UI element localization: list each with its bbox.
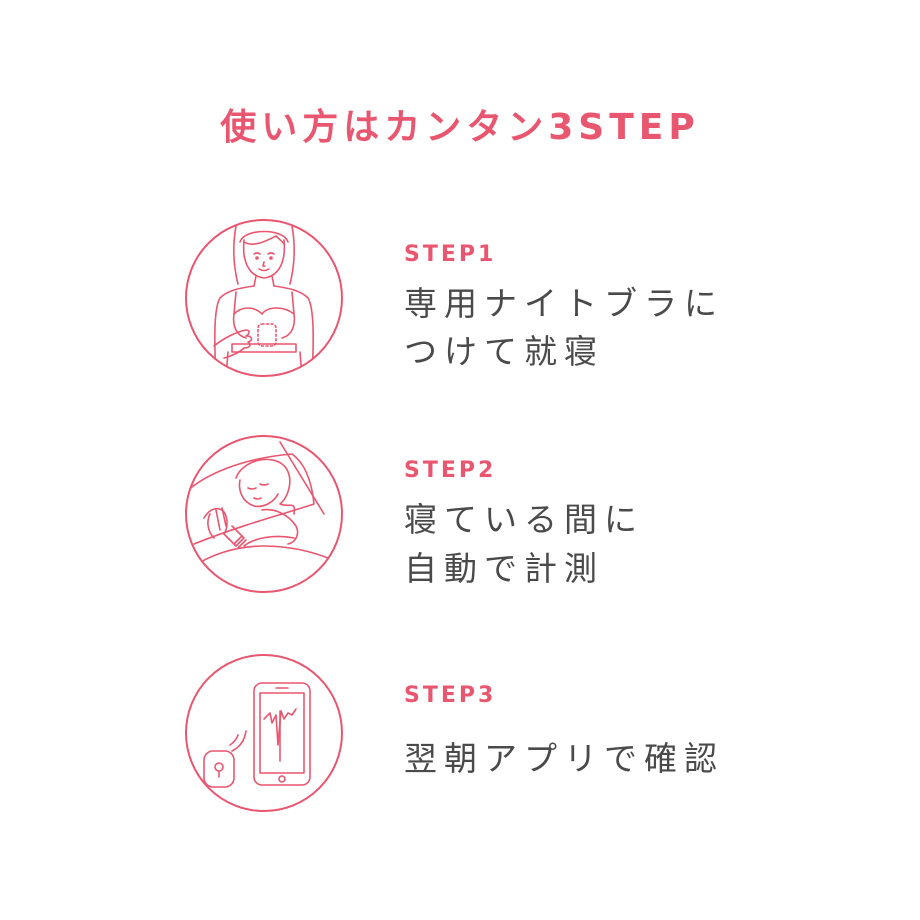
step-2-line-2: 自動で計測 bbox=[404, 549, 604, 588]
step-3-line-1: 翌朝アプリで確認 bbox=[404, 739, 724, 778]
woman-wearing-sensor-bra-icon bbox=[184, 218, 344, 378]
sleeping-woman-icon bbox=[184, 434, 344, 594]
step-2-line-1: 寝ている間に bbox=[404, 500, 644, 539]
step-1-line-1: 専用ナイトブラに bbox=[404, 284, 724, 323]
smartphone-app-with-sensor-icon bbox=[184, 653, 344, 813]
step-2-label: STEP2 bbox=[404, 458, 497, 483]
step-3-label: STEP3 bbox=[404, 683, 497, 708]
step-1-line-2: つけて就寝 bbox=[404, 332, 604, 371]
step-1-label: STEP1 bbox=[404, 242, 497, 267]
page-title: 使い方はカンタン3STEP bbox=[220, 107, 700, 148]
